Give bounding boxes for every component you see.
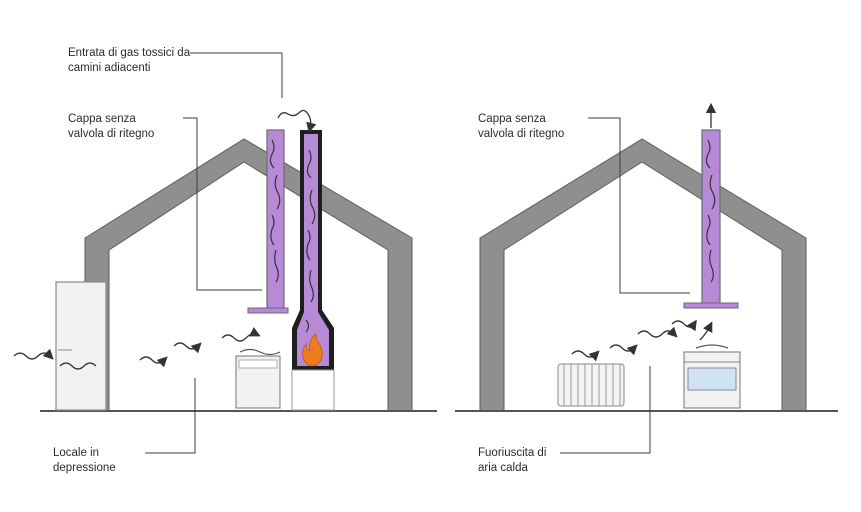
right-house-outline: [479, 138, 807, 412]
stove-oven-icon: [683, 344, 741, 409]
washing-machine-icon: [235, 348, 281, 409]
left-leader-lines: [145, 52, 283, 454]
label-right-hood-line2: valvola di ritegno: [478, 128, 565, 140]
label-right-hood: Cappa senza valvola di ritegno: [478, 112, 564, 142]
label-toxic-gas-entry: Entrata di gas tossici da camini adiacen…: [68, 46, 190, 76]
label-left-hood-line2: valvola di ritegno: [68, 128, 155, 140]
label-toxic-gas-line1: Entrata di gas tossici da: [68, 47, 191, 59]
right-air-flow-arrows: [571, 319, 713, 362]
label-toxic-gas-line2: camini adiacenti: [68, 62, 151, 74]
right-leader-lines: [560, 117, 690, 454]
flame-icon: [302, 333, 323, 367]
label-left-hood-line1: Cappa senza: [68, 113, 136, 125]
label-right-hood-line1: Cappa senza: [478, 113, 546, 125]
left-hood-duct-icon: [247, 129, 289, 314]
left-diagram: [13, 52, 437, 454]
label-room-line1: Locale in: [53, 447, 100, 459]
fireplace-chimney-icon: [291, 130, 335, 411]
label-warm-air-line2: aria calda: [478, 462, 528, 474]
refrigerator-icon: [55, 281, 107, 411]
radiator-icon: [557, 363, 625, 407]
left-air-flow-arrows: [13, 327, 261, 370]
right-diagram: [455, 102, 838, 454]
toxic-gas-arrow: [277, 109, 317, 134]
label-warm-air-line1: Fuoriuscita di: [478, 447, 547, 459]
right-hood-duct-icon: [683, 102, 739, 309]
label-room-line2: depressione: [53, 462, 116, 474]
label-left-hood: Cappa senza valvola di ritegno: [68, 112, 154, 142]
label-room-depression: Locale in depressione: [53, 446, 116, 476]
label-warm-air-leak: Fuoriuscita di aria calda: [478, 446, 546, 476]
